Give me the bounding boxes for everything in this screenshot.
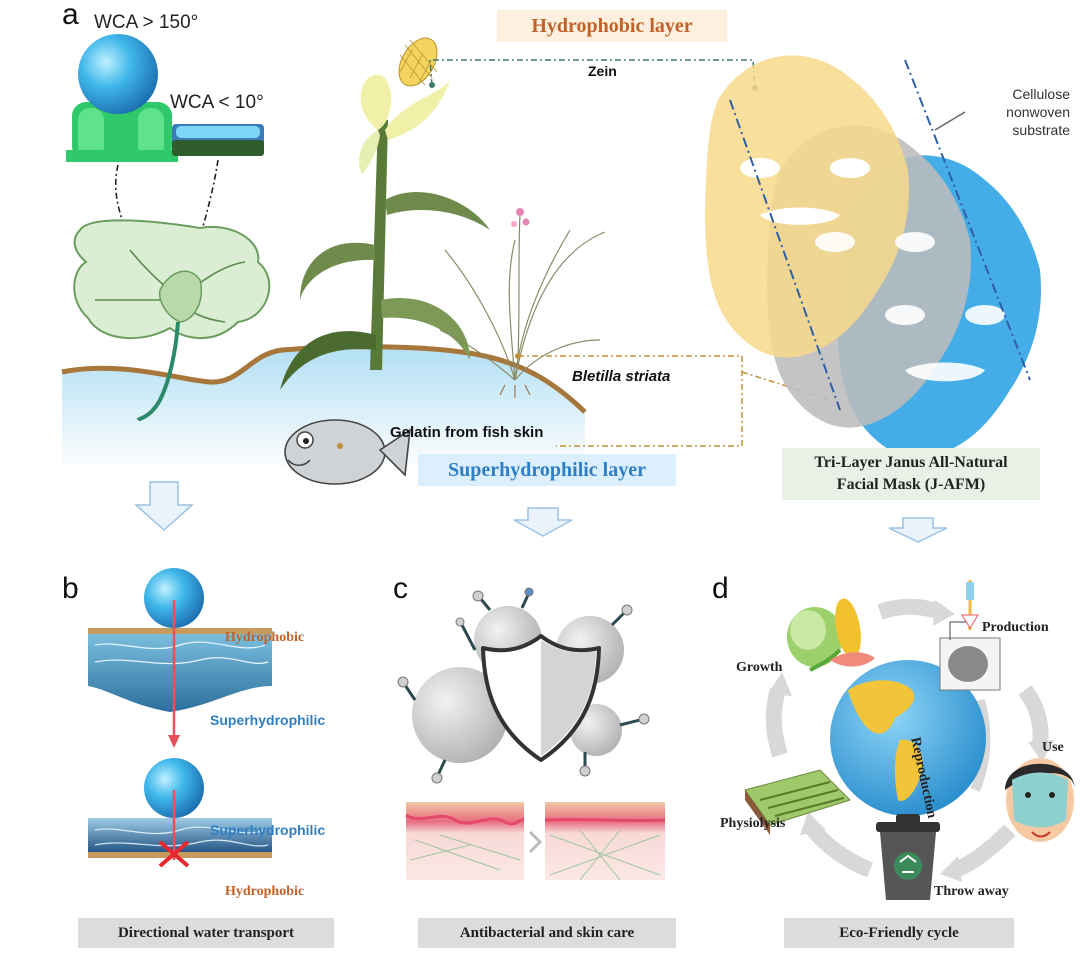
cycle-arrow-right (1018, 685, 1049, 747)
zein-connector (429, 59, 756, 89)
wca-low-label: WCA < 10° (170, 92, 264, 113)
skin-after-icon (544, 802, 666, 881)
cycle-arrow-bottom-left (805, 822, 874, 878)
superhydrophilic-label-mid: Superhydrophilic (210, 712, 326, 728)
down-arrow-a-right (888, 517, 948, 543)
jafm-title-line2: Facial Mask (J-AFM) (836, 476, 986, 493)
throw-away-label: Throw away (934, 884, 1009, 899)
wca-high-label: WCA > 150° (94, 12, 199, 33)
trash-bin-icon (876, 814, 940, 900)
hydrophobic-layer-banner: Hydrophobic layer (497, 10, 727, 42)
lotus-leaf-icon (73, 219, 271, 422)
face-with-mask-icon (1005, 758, 1075, 842)
caption-bar-d (784, 918, 1014, 948)
corn-plant-icon (280, 37, 490, 390)
field-icon (744, 769, 851, 835)
leaf-arrow-right (187, 159, 219, 283)
bletilla-plant-icon (439, 208, 606, 398)
cellulose-label-3: substrate (1012, 122, 1070, 138)
production-label: Production (982, 620, 1049, 635)
shield-icon (481, 634, 601, 762)
panel-c-bacteria-shield (397, 587, 650, 784)
fish-icon (284, 419, 411, 485)
panel-d-cycle (744, 580, 1075, 900)
panel-label-c: c (393, 572, 408, 605)
growth-label: Growth (736, 660, 783, 675)
panel-label-b: b (62, 572, 79, 605)
superhydrophilic-layer-banner: Superhydrophilic layer (418, 454, 676, 486)
hydrophobic-label-bottom: Hydrophobic (225, 884, 305, 899)
caption-bar-c (418, 918, 676, 948)
down-arrow-a-left (134, 481, 194, 532)
cycle-arrow-left (765, 687, 788, 758)
cycle-arrow-bottom-right (952, 824, 1016, 878)
skin-transition-arrow (528, 830, 543, 854)
superhydrophilic-label-low: Superhydrophilic (210, 822, 326, 838)
superhydrophilic-film-icon (172, 124, 264, 156)
bletilla-connector (518, 355, 743, 447)
caption-b: Directional water transport (117, 924, 295, 941)
cellulose-label-1: Cellulose (1012, 86, 1070, 102)
skin-before-icon (405, 802, 525, 880)
physiolysis-label: Physiolysis (720, 816, 786, 831)
water-body (62, 346, 585, 470)
production-icon (939, 580, 1001, 691)
jafm-banner: Tri-Layer Janus All-Natural Facial Mask … (782, 448, 1040, 500)
down-arrow-a-middle (513, 507, 573, 537)
gelatin-label: Gelatin from fish skin (390, 424, 544, 441)
caption-d: Eco-Friendly cycle (839, 924, 959, 941)
superhydrophobic-droplet-icon (66, 34, 178, 162)
zein-label: Zein (588, 63, 617, 79)
bletilla-label: Bletilla striata (572, 368, 671, 385)
caption-bar-b (78, 918, 334, 948)
panel-b-graphic (88, 568, 272, 868)
vegetables-icon (787, 598, 875, 672)
cycle-arrow-top (877, 598, 943, 620)
cellulose-label-2: nonwoven (1006, 104, 1070, 120)
panel-label-d: d (712, 572, 729, 605)
jafm-title-line1: Tri-Layer Janus All-Natural (814, 454, 1008, 471)
panel-label-a: a (62, 0, 79, 31)
cellulose-connector (934, 111, 966, 131)
use-label: Use (1042, 740, 1064, 755)
caption-c: Antibacterial and skin care (459, 924, 635, 941)
hydrophobic-label-top: Hydrophobic (225, 630, 305, 645)
facial-mask-stack-icon (705, 55, 1041, 458)
bacteria-icon (397, 587, 650, 784)
